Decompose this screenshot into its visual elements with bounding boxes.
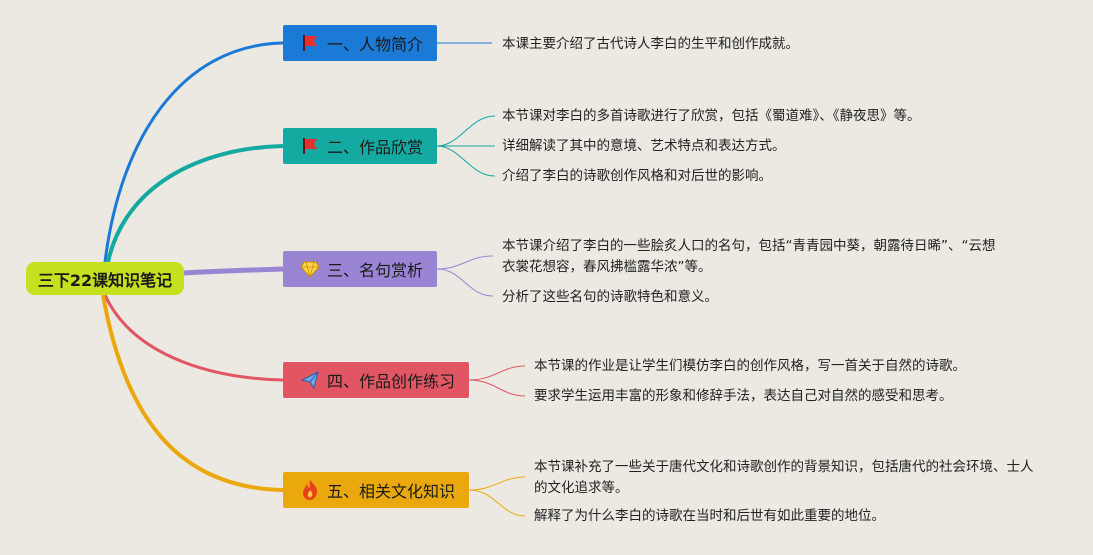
connector-branch-5-note-1 (468, 476, 526, 491)
red-flag-icon (299, 135, 321, 157)
branch-2-note-3: 介绍了李白的诗歌创作风格和对后世的影响。 (502, 168, 772, 184)
branch-3-note-2: 分析了这些名句的诗歌特色和意义。 (502, 289, 718, 305)
connector-branch-4-note-2 (468, 379, 526, 397)
fire-icon (299, 479, 321, 501)
root-node[interactable]: 三下22课知识笔记 (26, 262, 184, 295)
branch-1-note-1: 本课主要介绍了古代诗人李白的生平和创作成就。 (502, 36, 799, 52)
connector-root-branch-2 (106, 144, 284, 263)
branch-1-node[interactable]: 一、人物简介 (283, 25, 437, 61)
connector-branch-4-note-1 (468, 365, 526, 381)
branch-5-node[interactable]: 五、相关文化知识 (283, 472, 469, 508)
branch-4-note-1: 本节课的作业是让学生们模仿李白的创作风格，写一首关于自然的诗歌。 (534, 358, 966, 374)
connector-branch-2-note-3 (436, 145, 496, 177)
branch-2-node[interactable]: 二、作品欣赏 (283, 128, 437, 164)
connector-branch-5-note-2 (468, 489, 526, 517)
root-label: 三下22课知识笔记 (37, 270, 173, 290)
connector-root-branch-1 (103, 41, 284, 263)
connector-branch-2-note-1 (436, 115, 496, 147)
connector-root-branch-3 (183, 266, 284, 276)
branch-5-note-1: 本节课补充了一些关于唐代文化和诗歌创作的背景知识，包括唐代的社会环境、士人的文化… (534, 459, 1034, 496)
branch-1-label: 一、人物简介 (327, 35, 424, 54)
connector-branch-3-note-1 (436, 255, 494, 270)
branch-4-label: 四、作品创作练习 (327, 372, 456, 391)
branch-2-label: 二、作品欣赏 (327, 138, 424, 157)
branch-4-node[interactable]: 四、作品创作练习 (283, 362, 469, 398)
paper-plane-icon (299, 369, 321, 391)
branch-3-node[interactable]: 三、名句赏析 (283, 251, 437, 287)
red-flag-icon (299, 32, 321, 54)
branch-5-note-2: 解释了为什么李白的诗歌在当时和后世有如此重要的地位。 (534, 508, 885, 524)
branch-2-note-1: 本节课对李白的多首诗歌进行了欣赏，包括《蜀道难》、《静夜思》等。 (502, 108, 921, 124)
connector-branch-3-note-2 (436, 268, 494, 297)
branch-3-label: 三、名句赏析 (327, 261, 424, 280)
branch-2-note-2: 详细解读了其中的意境、艺术特点和表达方式。 (502, 138, 786, 154)
connector-root-branch-4 (103, 294, 284, 382)
branch-4-note-2: 要求学生运用丰富的形象和修辞手法，表达自己对自然的感受和思考。 (534, 388, 953, 404)
connector-root-branch-5 (101, 294, 284, 492)
branch-5-label: 五、相关文化知识 (327, 482, 456, 501)
branch-3-note-1: 本节课介绍了李白的一些脍炙人口的名句，包括“青青园中葵，朝露待日晞”、“云想衣裳… (502, 238, 996, 275)
diamond-icon (299, 258, 321, 280)
